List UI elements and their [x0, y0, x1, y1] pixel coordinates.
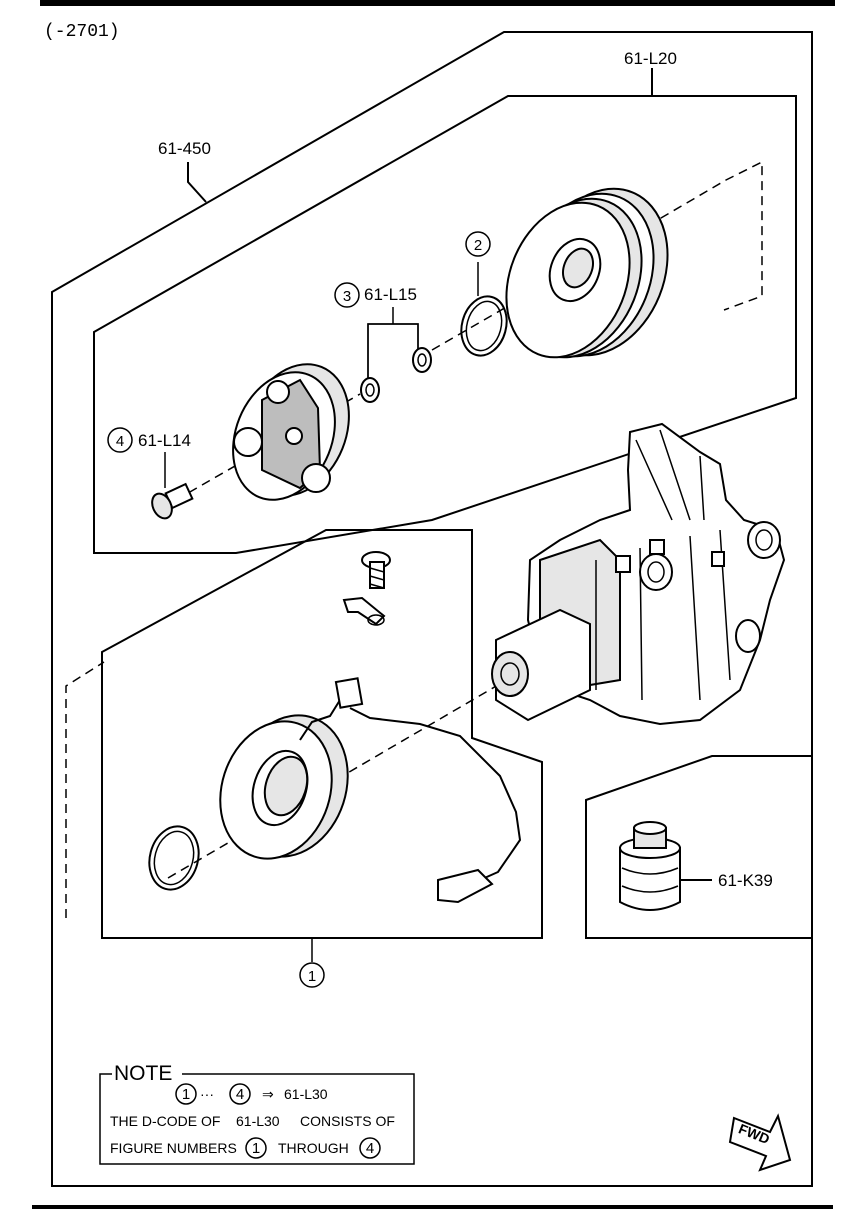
callout-circle-2 [465, 231, 491, 257]
assembly-leader [187, 162, 207, 203]
note-circle-mid [229, 1083, 251, 1105]
label-61-L20: 61-L20 [624, 49, 677, 68]
shim-leader [367, 323, 419, 378]
fwd-label: FWD [736, 1120, 772, 1147]
note-num-start: 1 [182, 1086, 190, 1103]
snap-ring-lower [148, 825, 200, 891]
compressor-oil-bottle [619, 821, 681, 911]
fwd-arrow-icon: FWD [728, 1113, 792, 1172]
note-line2-b: CONSISTS OF [300, 1113, 395, 1129]
callout-circle-3 [334, 282, 360, 308]
shim-leader-split [367, 307, 419, 378]
note-circle-start [175, 1083, 197, 1105]
label-61-L15: 61-L15 [364, 285, 417, 304]
shim-washers [360, 347, 432, 403]
note-line2-code: 61-L30 [236, 1113, 280, 1129]
ground-screw [342, 551, 391, 626]
callout-circle-4 [107, 427, 133, 453]
field-coil [219, 677, 522, 904]
callout-1: 1 [308, 968, 316, 985]
note-circle-to [359, 1137, 381, 1159]
note-line1-code: 61-L30 [284, 1086, 328, 1102]
label-61-L14: 61-L14 [138, 431, 191, 450]
oil-boundary [585, 755, 813, 939]
field-coil-boundary [101, 529, 543, 939]
note-num-from: 1 [252, 1140, 260, 1157]
callout-3: 3 [343, 288, 351, 305]
callout-circle-1 [299, 962, 325, 988]
bottom-border-rule [32, 1205, 833, 1209]
note-arrow: ⇒ [262, 1086, 274, 1102]
label-61-K39: 61-K39 [718, 871, 773, 890]
callout-4: 4 [116, 433, 124, 450]
armature-plate [232, 363, 350, 501]
bolt [151, 482, 194, 520]
note-circle-from [245, 1137, 267, 1159]
note-line3-a: FIGURE NUMBERS [110, 1140, 237, 1156]
note-ellipsis: ··· [200, 1086, 214, 1102]
note-box: NOTE 1 ··· 4 ⇒ 61-L30 THE D-CODE OF 61-L… [99, 1060, 415, 1165]
note-title: NOTE [114, 1062, 172, 1085]
note-num-mid: 4 [236, 1086, 244, 1103]
callout-2: 2 [474, 237, 482, 254]
top-border-rule [40, 0, 835, 6]
pulley [505, 187, 669, 359]
note-num-to: 4 [366, 1140, 374, 1157]
note-line3-b: THROUGH [278, 1140, 349, 1156]
snap-ring-upper [460, 295, 508, 357]
header-code: (-2701) [44, 22, 120, 42]
compressor-body [491, 422, 786, 726]
note-line2-a: THE D-CODE OF [110, 1113, 220, 1129]
label-61-450: 61-450 [158, 139, 211, 158]
clutch-group-boundary [93, 95, 797, 554]
